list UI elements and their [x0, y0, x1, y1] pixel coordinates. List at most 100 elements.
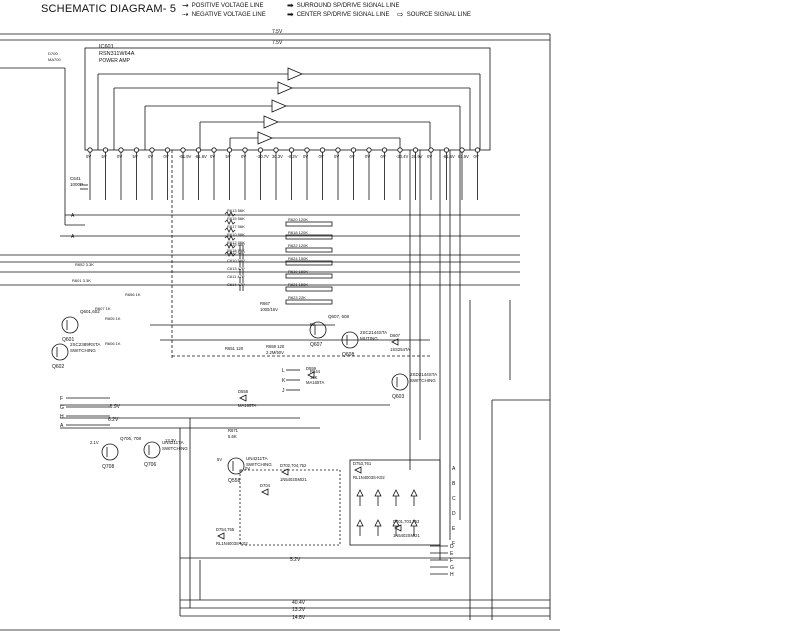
- voltage-label: 5V: [310, 322, 315, 327]
- transistor-role: SWITCHING: [410, 378, 436, 383]
- pin-voltage: 0V: [350, 154, 355, 159]
- outline-arrow-icon: ⇨: [397, 10, 404, 19]
- pin-pad: [428, 147, 434, 153]
- pin-pad: [102, 147, 109, 153]
- cap-label: C612 56P: [227, 250, 245, 255]
- misc-label: R651 120: [225, 346, 244, 351]
- pin-pad: [149, 147, 155, 153]
- misc-label: R644: [310, 369, 321, 374]
- pin-pad: [304, 147, 310, 153]
- rail-mid: 5.2V: [290, 557, 301, 563]
- pin-voltage: 0V: [474, 154, 479, 159]
- diode-symbol: [261, 488, 269, 496]
- resistor-symbol: [224, 251, 236, 257]
- voltage-label: 0V: [245, 466, 250, 471]
- pin-pad: [164, 147, 171, 153]
- ic-desc: POWER AMP: [99, 58, 131, 64]
- pin-voltage: 0V: [303, 154, 308, 159]
- voltage-label: 2.1V: [90, 440, 99, 445]
- diode-part: RL1N4003S-K02: [353, 475, 385, 480]
- diode-symbol: [391, 338, 399, 346]
- diode-part: MA165TA: [238, 403, 257, 408]
- bridge-diode: [374, 489, 382, 497]
- resistor-label: R610 56K: [227, 232, 245, 237]
- rail-label: 7.5V: [272, 40, 283, 46]
- resistor-label: R601 3.3K: [72, 278, 91, 283]
- misc-label: 5.6K: [228, 434, 237, 439]
- pin-voltage: 0V: [86, 154, 91, 159]
- connector-pin: K: [282, 378, 286, 384]
- connector-a: A: [71, 213, 75, 219]
- pin-voltage: 29.9V: [412, 154, 423, 159]
- diode-symbol: [307, 371, 315, 379]
- transistor-ref: Q558: [228, 478, 240, 484]
- transistor-part: 2SD2144STA: [410, 372, 437, 377]
- resistor-symbol: [224, 211, 236, 217]
- transistor-body: [391, 373, 409, 391]
- legend-label: CENTER SP/DRIVE SIGNAL LINE: [296, 12, 390, 18]
- diode-ref: D558: [238, 389, 249, 394]
- legend-label: SURROUND SP/DRIVE SIGNAL LINE: [296, 3, 400, 9]
- diode-ref: D559: [306, 366, 317, 371]
- pin-pad: [319, 147, 326, 153]
- resistor-symbol: [224, 227, 236, 233]
- transistor-role: SWITCHING: [70, 348, 96, 353]
- transistor-part: UN4211TA: [162, 440, 184, 445]
- pin-pad: [242, 147, 248, 153]
- pin-voltage: -0.2V: [288, 154, 298, 159]
- pin-pad: [459, 147, 465, 153]
- connector-pin: C: [452, 496, 456, 502]
- transistor-body: [227, 457, 245, 475]
- legend-label: POSITIVE VOLTAGE LINE: [191, 3, 264, 9]
- transistor-ref: Q602: [52, 364, 64, 370]
- legend-center: ➡ CENTER SP/DRIVE SIGNAL LINE: [287, 11, 390, 19]
- voltage-label: 13.2V: [165, 438, 176, 443]
- pin-pad: [381, 147, 388, 153]
- diode-ref: D704: [260, 483, 271, 488]
- diode-array: D6071SS254TAD559MA165TAD558MA165TAD754,7…: [48, 51, 420, 546]
- resistor-body: [285, 299, 333, 305]
- connector-pin: B: [452, 481, 456, 487]
- misc-label: R667: [260, 301, 271, 306]
- resistor-label: R652 3.3K: [75, 262, 94, 267]
- connector-pin: D: [450, 544, 454, 550]
- transistor-ref: Q607: [310, 342, 322, 348]
- resistor-label: R618 56K: [227, 248, 245, 253]
- pin-pad: [288, 147, 295, 153]
- resistor-label: R621 150K: [288, 282, 308, 287]
- pin-voltage: -30.7V: [257, 154, 270, 159]
- diode-symbol: [354, 466, 362, 474]
- misc-label: 2.2M/50V: [266, 350, 284, 355]
- cap-label: C611 47P: [227, 274, 245, 279]
- bridge-diode: [410, 489, 418, 497]
- cap-label: C615 56P: [227, 242, 245, 247]
- resistor-label: R617 56K: [227, 224, 245, 229]
- transistor-part: 2SC2144STA: [360, 330, 387, 335]
- misc-label: MA700: [48, 57, 61, 62]
- pin-voltage: -61.6V: [195, 154, 208, 159]
- diode-part: 1SS254TA: [390, 347, 410, 352]
- resistor-symbol: [224, 235, 236, 241]
- diode-symbol: [239, 394, 247, 402]
- resistor-label: R656 1K: [125, 292, 141, 297]
- diode-symbol: [394, 524, 402, 532]
- pin-pad: [273, 147, 279, 153]
- transistor-role: SWITCHING: [246, 462, 272, 467]
- legend-label: NEGATIVE VOLTAGE LINE: [191, 12, 266, 18]
- misc-label: 1000/16V: [260, 307, 278, 312]
- rail-m6: -6.9V: [108, 404, 121, 410]
- pin-voltage: 5V: [226, 154, 231, 159]
- connector-pin: A: [60, 423, 64, 429]
- pin-pad: [335, 147, 341, 153]
- legend-positive: → POSITIVE VOLTAGE LINE: [182, 2, 264, 10]
- pin-pad: [87, 147, 93, 153]
- misc-label: R671: [228, 428, 239, 433]
- misc-label: D700: [48, 51, 58, 56]
- pin-voltage: 0V: [427, 154, 432, 159]
- transistor-body: [101, 443, 119, 461]
- negative-arrow-icon: ⇢: [182, 10, 189, 19]
- pin-pad: [257, 147, 264, 153]
